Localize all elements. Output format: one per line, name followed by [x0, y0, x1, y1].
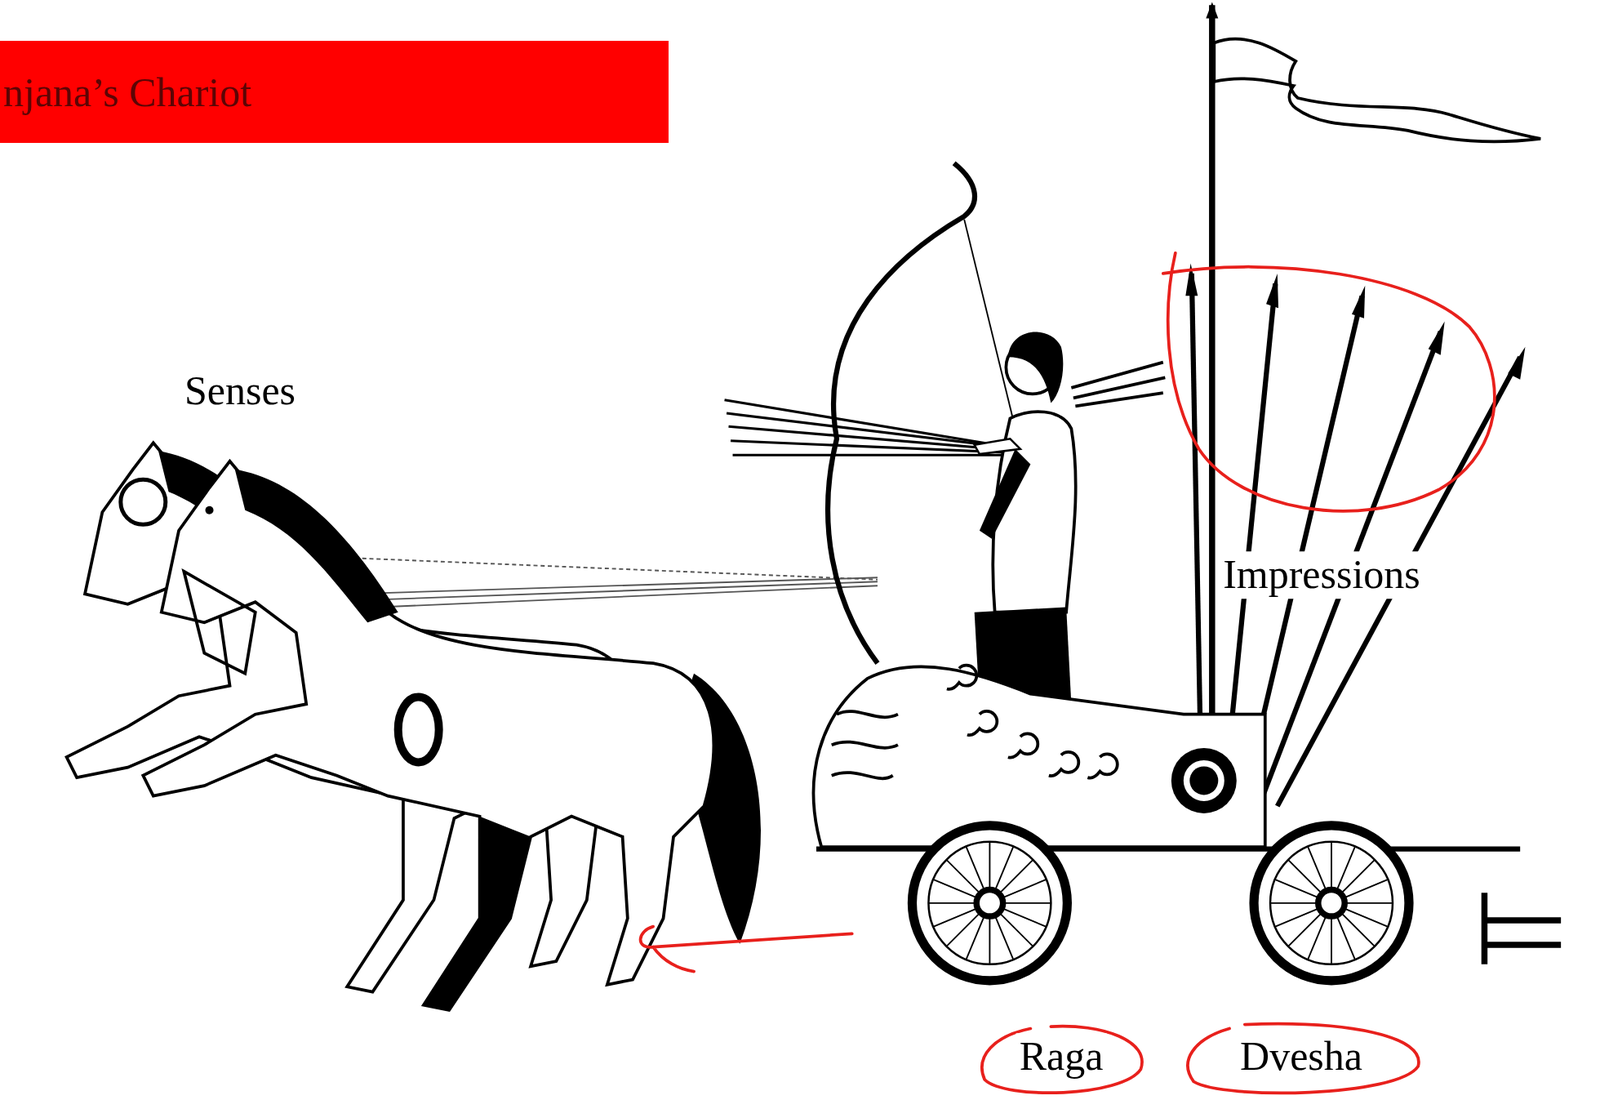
bridle-ornament	[120, 479, 166, 525]
quiver-arrows	[1071, 362, 1165, 407]
wheel-rim	[1270, 841, 1393, 965]
horse-leg	[423, 816, 531, 1010]
title: njana’s Chariot	[3, 68, 252, 116]
swirl	[831, 711, 898, 778]
swirl	[946, 665, 977, 689]
part-label: Dvesha	[1236, 1032, 1366, 1080]
swirl	[1048, 751, 1079, 776]
hub-ornament	[1171, 747, 1237, 814]
bow	[827, 163, 975, 663]
bowstring	[964, 219, 1021, 449]
wheel-spokes	[928, 841, 1051, 965]
part-label: Impressions	[1219, 551, 1424, 599]
wheel-rim	[911, 825, 1067, 981]
wheel-hub	[1318, 889, 1345, 916]
horse-body	[142, 461, 714, 1010]
title-band: njana’s Chariot	[0, 40, 669, 143]
wheel-rim	[1253, 825, 1409, 981]
swirl	[1008, 733, 1038, 757]
arrow-shaft	[733, 453, 1021, 457]
harness-ring	[398, 696, 440, 762]
horse-eye	[205, 506, 214, 515]
annotation-circle	[982, 1026, 1143, 1094]
wheel	[911, 825, 1067, 981]
annotation-arrow	[640, 926, 853, 972]
breastplate	[183, 571, 255, 674]
swirl	[967, 711, 997, 735]
wheel-spokes	[1270, 841, 1393, 965]
spear-head	[1266, 273, 1279, 308]
spear-head	[1351, 285, 1365, 319]
pole-tip	[1205, 1, 1218, 18]
chariot-body	[813, 666, 1266, 847]
wheel	[1253, 825, 1409, 981]
hub-ornament	[1183, 760, 1225, 801]
part-label: Raga	[1016, 1032, 1107, 1080]
spear-heads	[1185, 262, 1525, 379]
hub-ornament	[1189, 765, 1218, 795]
arrows	[724, 400, 1021, 455]
annotations	[640, 253, 1495, 1094]
part-label: Senses	[181, 367, 299, 415]
horse-mane	[235, 469, 399, 623]
spear-head	[1507, 346, 1525, 380]
body-swirls	[831, 665, 1118, 779]
annotation-circle	[1187, 1023, 1419, 1094]
archer-arm	[979, 448, 1031, 539]
wheel-rim	[928, 841, 1051, 965]
rear-bar	[1484, 892, 1561, 964]
front-horse	[142, 461, 761, 1010]
archer-hair	[1008, 331, 1063, 403]
archer	[974, 331, 1166, 704]
annotation-circle	[1163, 253, 1495, 512]
swirl	[1087, 753, 1117, 778]
archer-arm	[974, 438, 1021, 454]
chariot-platform	[816, 845, 1520, 851]
wheel-hub	[976, 889, 1003, 916]
spear-head	[1428, 321, 1445, 356]
flag	[1213, 39, 1541, 143]
